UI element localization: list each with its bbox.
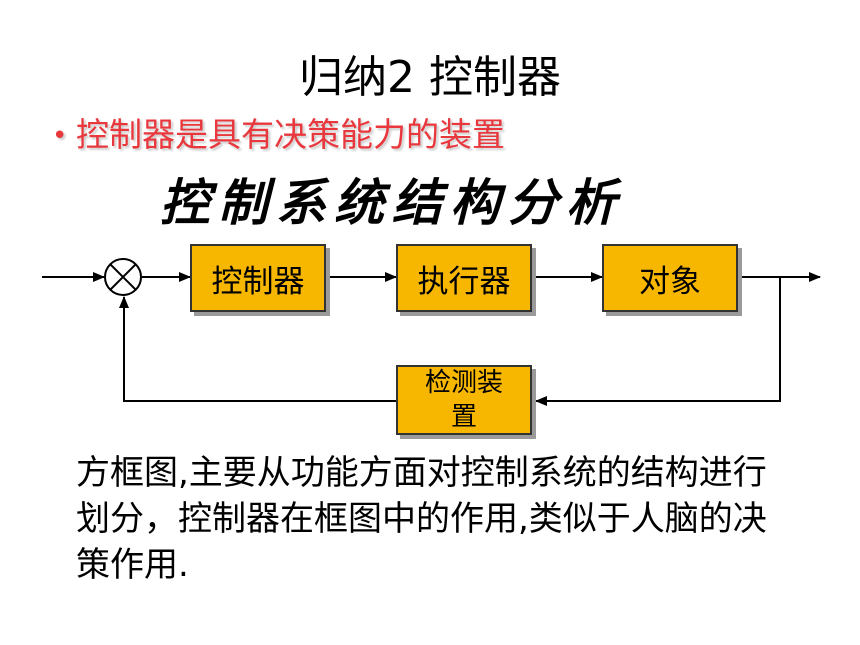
actuator-block: 执行器 — [396, 244, 532, 312]
slide-title: 归纳2 控制器 — [299, 52, 561, 103]
feedback-down-line — [535, 277, 781, 406]
feedback-return-line — [119, 296, 396, 402]
description-text: 方框图,主要从功能方面对控制系统的结构进行划分，控制器在框图中的作用,类似于人脑… — [76, 453, 767, 585]
sensor-label: 检测装置 — [424, 368, 503, 432]
bullet-item: • 控制器是具有决策能力的装置 — [52, 112, 505, 159]
diagram-heading: 控制系统结构分析 — [160, 173, 624, 232]
summing-junction-icon — [104, 258, 142, 296]
controller-block: 控制器 — [190, 244, 326, 312]
controller-label: 控制器 — [211, 263, 305, 300]
sensor-block: 检测装置 — [396, 365, 532, 435]
bullet-dot-icon: • — [52, 121, 68, 151]
actuator-label: 执行器 — [417, 263, 511, 300]
plant-block: 对象 — [602, 244, 738, 312]
plant-label: 对象 — [639, 263, 701, 300]
bullet-text: 控制器是具有决策能力的装置 — [76, 115, 505, 154]
